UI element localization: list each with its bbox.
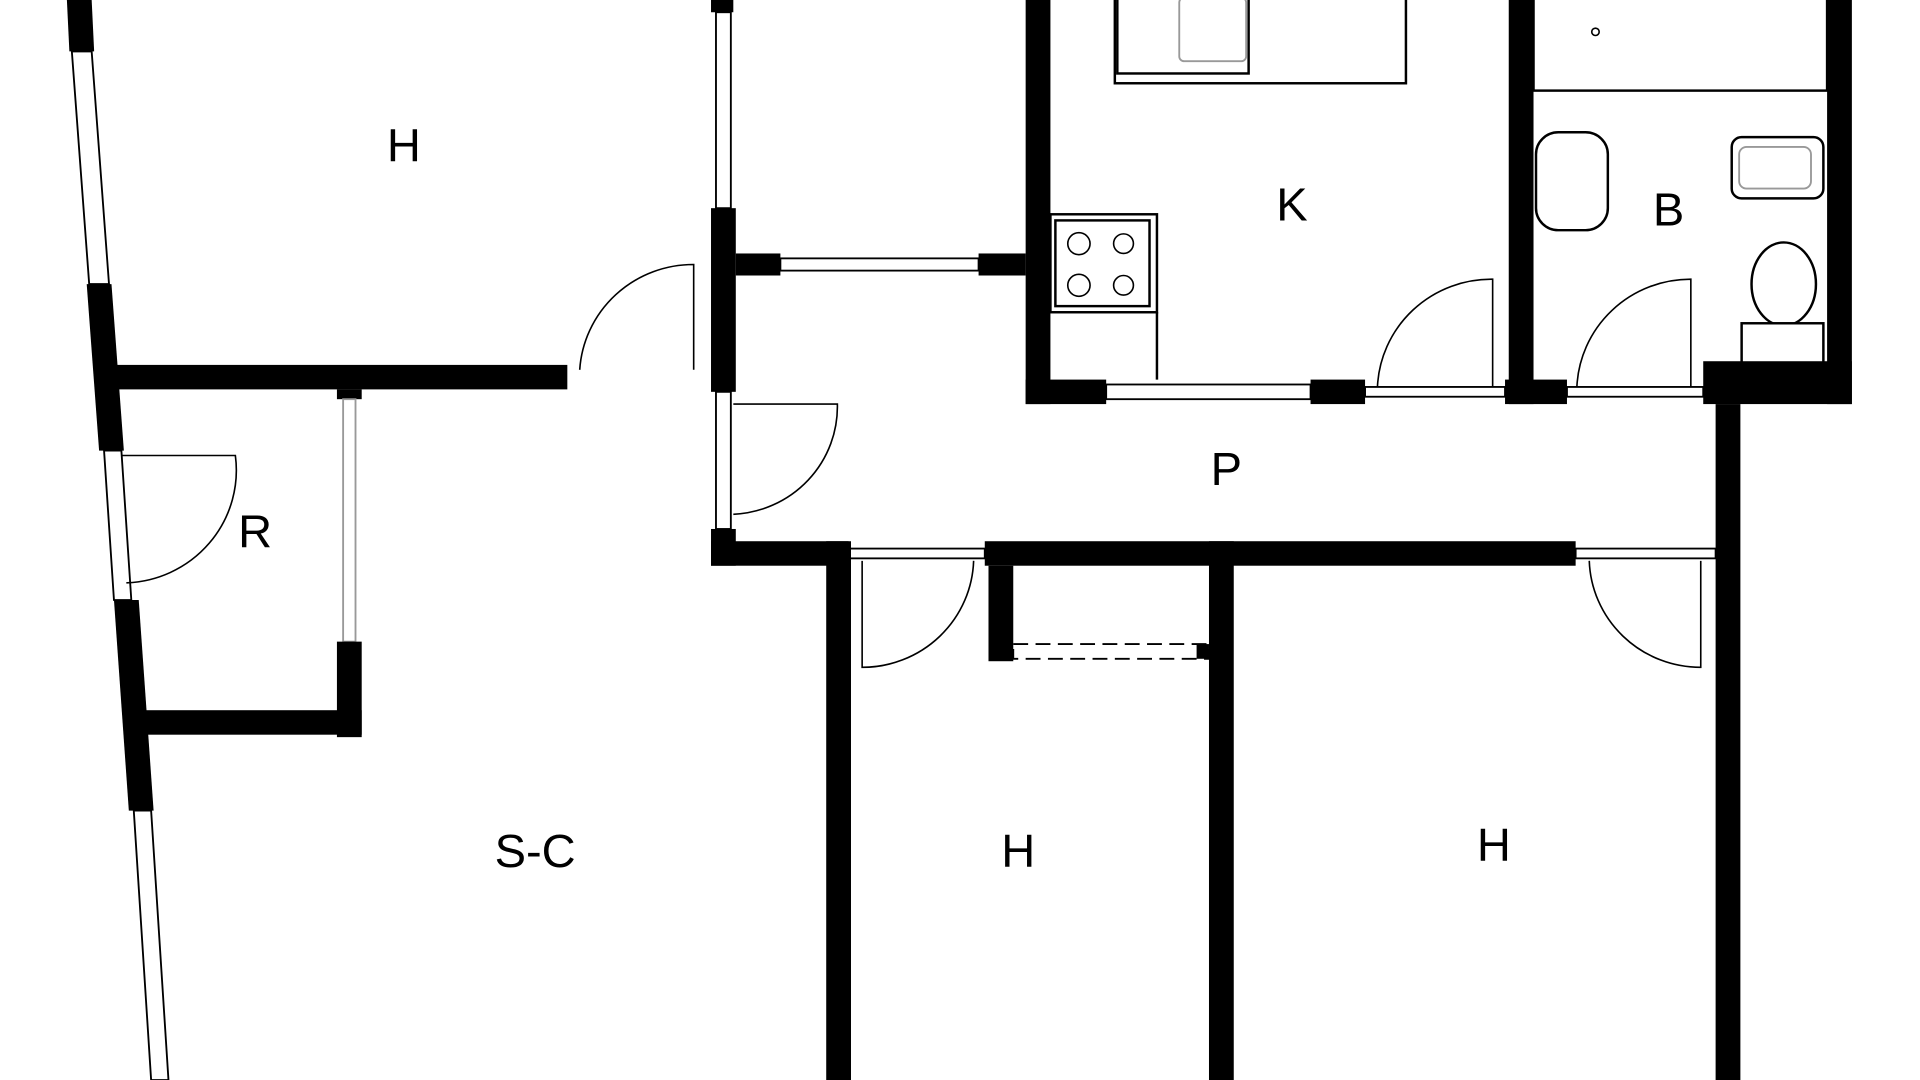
doors	[121, 263, 1702, 669]
bathroom-fixtures	[1532, 0, 1829, 364]
stove-icon	[1049, 213, 1159, 380]
washbasin-icon	[1534, 131, 1610, 232]
room-labels: H K B R P S-C H H	[238, 120, 1684, 877]
toilet-icon	[1740, 241, 1825, 364]
room-label-living-dining: S-C	[495, 825, 576, 877]
room-label-bathroom: B	[1653, 184, 1684, 236]
room-label-hallway: P	[1211, 443, 1242, 495]
room-label-bedroom-top-left: H	[387, 120, 421, 172]
kitchen-fixtures	[1049, 0, 1408, 380]
room-label-bedroom-bottom-right: H	[1477, 819, 1511, 871]
room-label-storage: R	[238, 506, 272, 558]
left-exterior-wall	[66, 0, 170, 1080]
room-label-bedroom-bottom-middle: H	[1001, 825, 1035, 877]
interior-walls	[111, 0, 1852, 1080]
room-label-kitchen: K	[1276, 179, 1307, 231]
